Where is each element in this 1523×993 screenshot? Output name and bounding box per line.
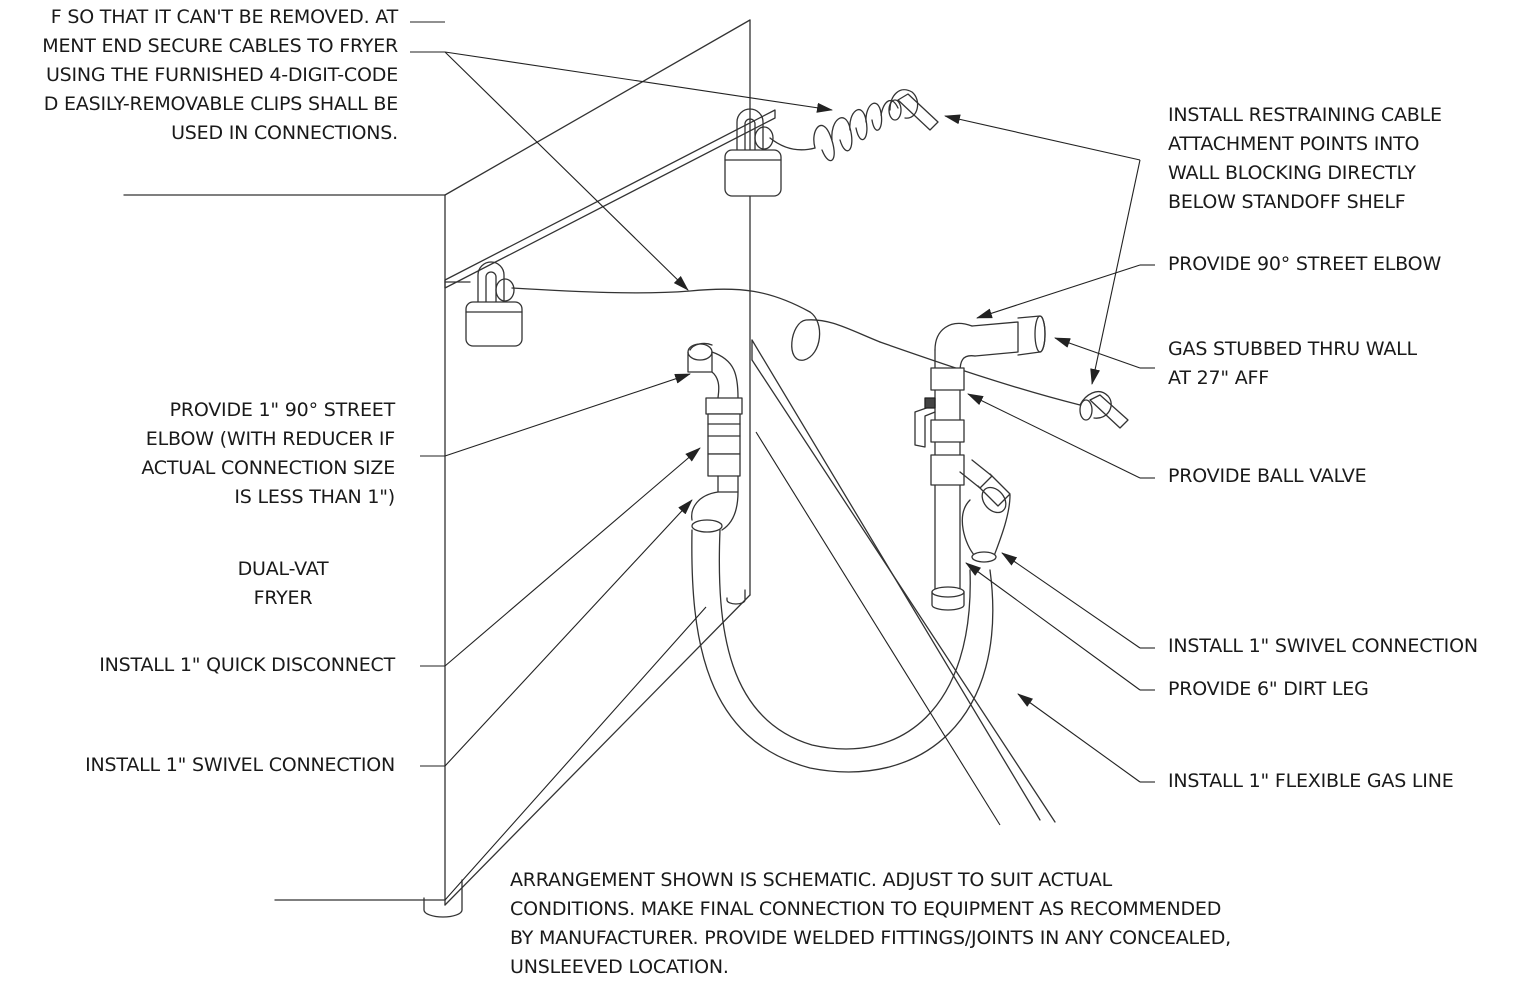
bottom-note: ARRANGEMENT SHOWN IS SCHEMATIC. ADJUST T… (510, 866, 1231, 982)
street-elbow-1in-line-3: ACTUAL CONNECTION SIZE (141, 457, 395, 479)
fryer-gas-connection (687, 342, 743, 533)
swivel-connection-right-label: INSTALL 1" SWIVEL CONNECTION (1168, 635, 1478, 657)
standoff-shelf (444, 109, 776, 289)
gas-stubbed-line-1: GAS STUBBED THRU WALL (1168, 338, 1417, 360)
bottom-note-line-3: BY MANUFACTURER. PROVIDE WELDED FITTINGS… (510, 927, 1231, 949)
wall-corner (751, 339, 1056, 823)
top-note-line-3: USING THE FURNISHED 4-DIGIT-CODE (45, 64, 398, 86)
flexible-gas-line-label: INSTALL 1" FLEXIBLE GAS LINE (1168, 770, 1454, 792)
street-elbow-1in-line-4: IS LESS THAN 1") (234, 486, 395, 508)
top-note-line-2: MENT END SECURE CABLES TO FRYER (42, 35, 398, 57)
street-elbow-1in-line-2: ELBOW (WITH REDUCER IF (145, 428, 395, 450)
fryer-label-line-2: FRYER (253, 587, 313, 609)
fryer-label-line-1: DUAL-VAT (237, 558, 329, 580)
wall-clip-top (888, 89, 939, 131)
gas-stubbed-label: GAS STUBBED THRU WALL AT 27" AFF (1168, 335, 1417, 393)
gas-stub-pipe (914, 315, 1046, 611)
gas-stubbed-line-2: AT 27" AFF (1168, 367, 1269, 389)
top-note-line-1: F SO THAT IT CAN'T BE REMOVED. AT (50, 6, 398, 28)
restraining-cable-line-4: BELOW STANDOFF SHELF (1168, 191, 1406, 213)
wall-clip-right (1079, 391, 1129, 429)
leader-lines (410, 21, 1155, 901)
bottom-note-line-4: UNSLEEVED LOCATION. (510, 956, 729, 978)
ball-valve-label: PROVIDE BALL VALVE (1168, 465, 1367, 487)
fryer-cabinet (123, 19, 751, 906)
bottom-note-line-1: ARRANGEMENT SHOWN IS SCHEMATIC. ADJUST T… (510, 869, 1113, 891)
street-elbow-label: PROVIDE 90° STREET ELBOW (1168, 253, 1442, 275)
top-note: F SO THAT IT CAN'T BE REMOVED. AT MENT E… (42, 3, 398, 148)
fryer-label: DUAL-VAT FRYER (218, 555, 348, 613)
bottom-note-line-2: CONDITIONS. MAKE FINAL CONNECTION TO EQU… (510, 898, 1222, 920)
restraining-cable-label: INSTALL RESTRAINING CABLE ATTACHMENT POI… (1168, 101, 1442, 217)
padlock-left (465, 261, 523, 347)
top-note-line-4: D EASILY-REMOVABLE CLIPS SHALL BE (43, 93, 398, 115)
restraining-cable-lower (511, 287, 1081, 406)
restraining-cable-line-1: INSTALL RESTRAINING CABLE (1168, 104, 1442, 126)
restraining-cable-line-3: WALL BLOCKING DIRECTLY (1168, 162, 1416, 184)
fryer-feet (423, 589, 746, 918)
top-note-line-5: USED IN CONNECTIONS. (171, 122, 398, 144)
dirt-leg-label: PROVIDE 6" DIRT LEG (1168, 678, 1369, 700)
restraining-cable-line-2: ATTACHMENT POINTS INTO (1168, 133, 1420, 155)
street-elbow-1in-line-1: PROVIDE 1" 90° STREET (169, 399, 396, 421)
flexible-gas-line (691, 529, 994, 773)
quick-disconnect-label: INSTALL 1" QUICK DISCONNECT (99, 654, 395, 676)
padlock-right (724, 108, 782, 197)
street-elbow-1in-label: PROVIDE 1" 90° STREET ELBOW (WITH REDUCE… (141, 396, 395, 512)
coiled-cable-upper (769, 99, 899, 162)
swivel-connection-left-label: INSTALL 1" SWIVEL CONNECTION (85, 754, 395, 776)
